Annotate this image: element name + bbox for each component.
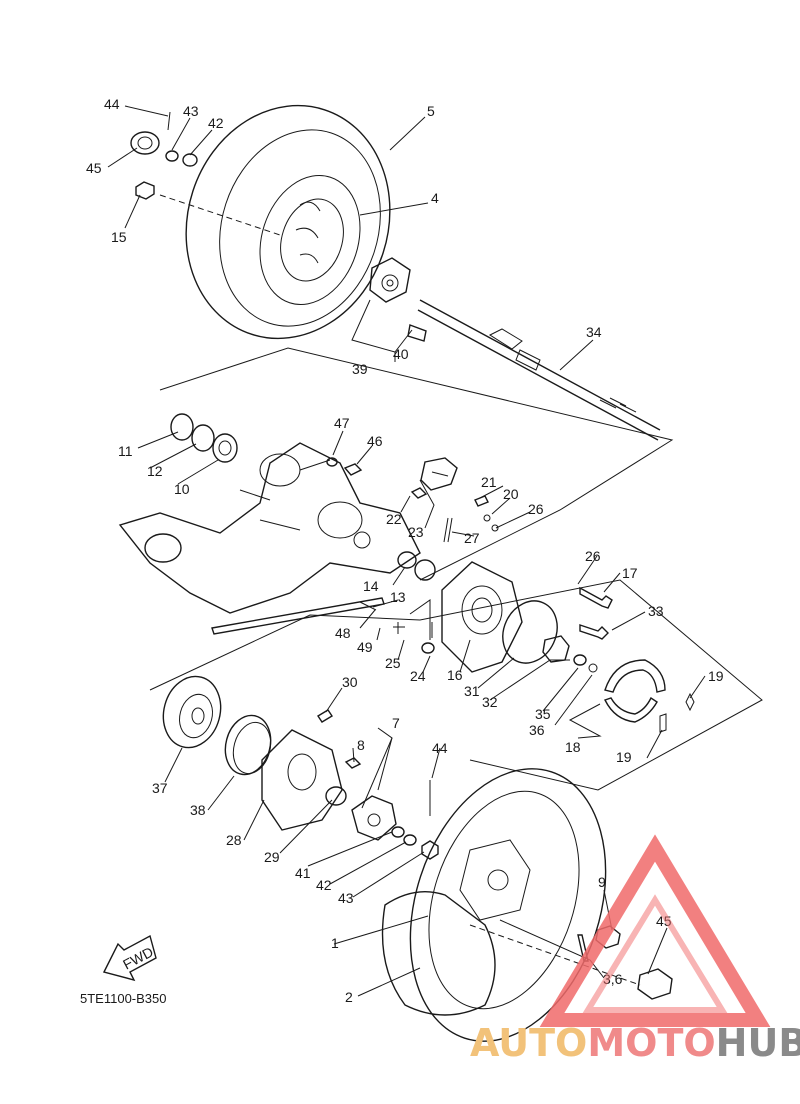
callout-17: 17 bbox=[622, 565, 638, 581]
callout-41-label: 41 bbox=[295, 865, 311, 881]
callout-24: 24 bbox=[410, 668, 426, 684]
callout-13: 13 bbox=[390, 589, 406, 605]
callout-49: 49 bbox=[357, 639, 373, 655]
callout-labels: 44 43 42 45 15 5 4 40 39 34 47 11 46 12 … bbox=[86, 96, 724, 1005]
watermark-triangle-icon bbox=[539, 834, 771, 1027]
callout-48: 48 bbox=[335, 625, 351, 641]
final-drive-housing bbox=[118, 413, 421, 614]
rear-axle-shaft bbox=[417, 299, 661, 441]
small-parts-cluster bbox=[326, 457, 499, 654]
callout-12: 12 bbox=[147, 463, 163, 479]
washer-35 bbox=[573, 654, 587, 666]
callout-42-low: 42 bbox=[316, 877, 332, 893]
fwd-arrow-icon: FWD bbox=[102, 934, 157, 982]
callout-labels-extra: 36 38 29 41 bbox=[190, 722, 545, 881]
callout-18: 18 bbox=[565, 739, 581, 755]
callout-28: 28 bbox=[226, 832, 242, 848]
callout-26-right: 26 bbox=[585, 548, 601, 564]
watermark-part-3: HUB bbox=[716, 1021, 800, 1065]
oring-36 bbox=[588, 663, 598, 673]
watermark-text: AUTOMOTOHUB bbox=[470, 1021, 800, 1065]
callout-26-mid: 26 bbox=[528, 501, 544, 517]
callout-16: 16 bbox=[447, 667, 463, 683]
callout-19-top: 19 bbox=[708, 668, 724, 684]
callout-32: 32 bbox=[482, 694, 498, 710]
callout-22: 22 bbox=[386, 511, 402, 527]
watermark-part-1: AUTO bbox=[470, 1021, 587, 1065]
callout-9: 9 bbox=[598, 874, 606, 890]
callout-43-top: 43 bbox=[183, 103, 199, 119]
callout-11: 11 bbox=[118, 443, 133, 459]
callout-38-label: 38 bbox=[190, 802, 206, 818]
callout-47: 47 bbox=[334, 415, 350, 431]
callout-20: 20 bbox=[503, 486, 519, 502]
long-pin bbox=[211, 597, 385, 635]
callout-4: 4 bbox=[431, 190, 439, 206]
axle-nut-set-top bbox=[130, 111, 281, 236]
callout-37: 37 bbox=[152, 780, 168, 796]
callout-34: 34 bbox=[586, 324, 602, 340]
callout-19-low: 19 bbox=[616, 749, 632, 765]
assembly-outline-upper bbox=[159, 347, 674, 581]
brake-shoes bbox=[604, 659, 695, 733]
callout-44-low: 44 bbox=[432, 740, 448, 756]
brake-cover bbox=[441, 561, 523, 673]
o-ring bbox=[502, 600, 558, 664]
callout-29-label: 29 bbox=[264, 849, 280, 865]
callout-36-label: 36 bbox=[529, 722, 545, 738]
callout-40: 40 bbox=[393, 346, 409, 362]
callout-30: 30 bbox=[342, 674, 358, 690]
callout-7: 7 bbox=[392, 715, 400, 731]
callout-42-top: 42 bbox=[208, 115, 224, 131]
leader-lines bbox=[107, 105, 706, 997]
bolt-33 bbox=[579, 624, 609, 640]
watermark-part-2: MOTO bbox=[587, 1021, 715, 1065]
callout-15: 15 bbox=[111, 229, 127, 245]
callout-25: 25 bbox=[385, 655, 401, 671]
callout-27: 27 bbox=[464, 530, 480, 546]
watermark-logo bbox=[539, 834, 771, 1027]
callout-5: 5 bbox=[427, 103, 435, 119]
diagram-code: 5TE1100-B350 bbox=[80, 991, 167, 1006]
callout-39: 39 bbox=[352, 361, 368, 377]
callout-45-top: 45 bbox=[86, 160, 102, 176]
callout-33: 33 bbox=[648, 603, 664, 619]
upper-wheel bbox=[185, 104, 391, 340]
upper-hub bbox=[369, 257, 427, 342]
callout-46: 46 bbox=[367, 433, 383, 449]
plate bbox=[542, 635, 570, 663]
callout-14: 14 bbox=[363, 578, 379, 594]
callout-2: 2 bbox=[345, 989, 353, 1005]
callout-35: 35 bbox=[535, 706, 551, 722]
callout-31: 31 bbox=[464, 683, 480, 699]
brake-drum-assembly bbox=[162, 675, 439, 860]
callout-43-low: 43 bbox=[338, 890, 354, 906]
assembly-outline-middle bbox=[149, 579, 763, 791]
callout-8: 8 bbox=[357, 737, 365, 753]
callout-1: 1 bbox=[331, 935, 339, 951]
callout-21: 21 bbox=[481, 474, 497, 490]
callout-10: 10 bbox=[174, 481, 190, 497]
bolt-17 bbox=[579, 586, 613, 609]
callout-23: 23 bbox=[408, 524, 424, 540]
callout-44-top: 44 bbox=[104, 96, 120, 112]
